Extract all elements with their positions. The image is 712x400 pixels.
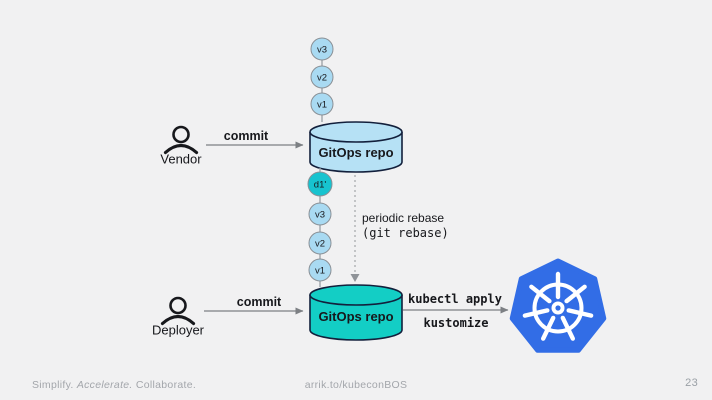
kubectl-apply-label: kubectl apply (408, 292, 502, 306)
version-node-label: v1 (317, 100, 327, 111)
cylinder-top (309, 121, 403, 143)
deployer-repo-label: GitOps repo (318, 309, 393, 324)
footer-tagline: Simplify. Accelerate. Collaborate. (32, 379, 196, 391)
kubernetes-logo (509, 258, 607, 353)
cylinder-body (309, 132, 403, 173)
deployer-gitops-repo: GitOps repo (309, 284, 403, 341)
tagline-part-3: Collaborate. (135, 379, 197, 391)
page-number: 23 (685, 377, 698, 389)
deployer-commit-arrow: commit (204, 295, 304, 315)
vendor-gitops-repo: GitOps repo (309, 121, 403, 173)
rebase-label-line2: (git rebase) (362, 226, 449, 240)
wheel-hub-hole (555, 305, 561, 311)
kubectl-apply-arrow: kubectl apply kustomize (403, 292, 509, 330)
arrowhead-down (350, 274, 360, 282)
version-node-v2 (308, 231, 332, 255)
person-shoulders-icon (160, 314, 196, 326)
vendor-version-chain: v3 v2 v1 (310, 37, 334, 122)
version-node-label: v2 (315, 239, 325, 250)
person-icon (172, 125, 190, 144)
footer-link: arrik.to/kubeconBOS (304, 379, 408, 391)
vendor-actor: Vendor (160, 125, 202, 167)
tagline-part-1: Simplify. (32, 379, 74, 391)
vendor-label: Vendor (160, 152, 202, 167)
diff-node-label: d1' (314, 180, 327, 191)
version-node-v2 (310, 65, 334, 89)
person-shoulders-icon (163, 143, 199, 155)
kustomize-label: kustomize (423, 316, 488, 330)
diff-node-d1 (307, 171, 333, 197)
cylinder-body (309, 295, 403, 341)
cylinder-top (309, 284, 403, 306)
deployer-label: Deployer (152, 323, 205, 338)
version-node-label: v2 (317, 73, 327, 84)
deployer-version-chain: d1' v3 v2 v1 (307, 168, 333, 287)
version-node-v3 (308, 202, 332, 226)
vendor-commit-label: commit (224, 129, 269, 143)
deployer-commit-label: commit (237, 295, 282, 309)
version-node-label: v3 (315, 210, 325, 221)
version-node-v1 (308, 258, 332, 282)
tagline-part-2: Accelerate. (76, 379, 133, 391)
version-node-v3 (310, 37, 334, 61)
kubernetes-helm-wheel-icon (522, 271, 594, 341)
rebase-label-line1: periodic rebase (362, 211, 444, 225)
vendor-repo-label: GitOps repo (318, 145, 393, 160)
version-node-label: v1 (315, 266, 325, 277)
deployer-actor: Deployer (152, 296, 205, 338)
person-icon (169, 296, 187, 315)
version-node-v1 (310, 92, 334, 116)
periodic-rebase-arrow: periodic rebase (git rebase) (350, 175, 449, 282)
vendor-commit-arrow: commit (206, 129, 304, 149)
version-node-label: v3 (317, 45, 327, 56)
